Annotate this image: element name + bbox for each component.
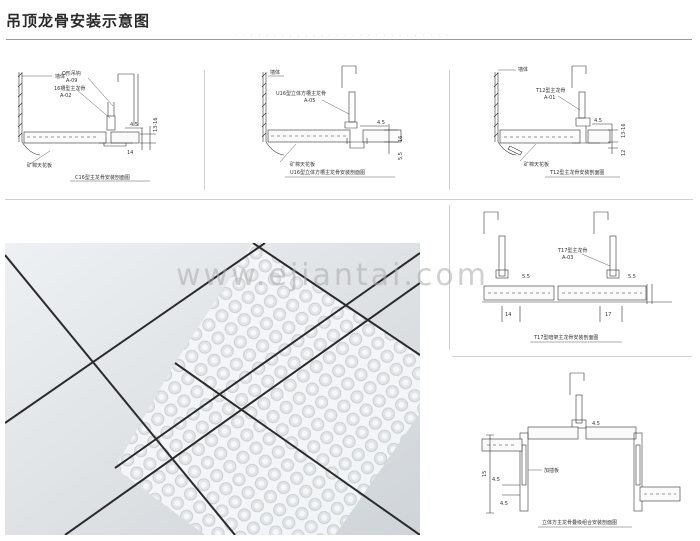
separator (449, 70, 450, 190)
diagram-t17: T17型主龙骨 A-03 5.5 5.5 14 17 T17型暗架主龙骨安装剖面… (482, 211, 672, 343)
caption: 立体方主龙骨叠级组合安装剖面图 (542, 519, 617, 526)
dim-a: 4.5 (377, 120, 385, 126)
title-dots: · · · · · · · · · · · · · · · · · · · · … (235, 33, 450, 40)
label-hanger: Ω形吊钩 (62, 70, 81, 77)
dim-c: 15 (482, 471, 488, 477)
dim-a: 4.5 (130, 122, 138, 128)
dim-b: 16 (398, 136, 404, 142)
caption: T17型暗架主龙骨安装剖面图 (533, 334, 598, 341)
title-rule (6, 39, 692, 40)
dim-a: 4.5 (592, 421, 600, 427)
page-title: 吊顶龙骨安装示意图 (6, 12, 151, 30)
label-board: 矿棉天花板 (290, 161, 315, 168)
label-main-runner: 16槽型主龙骨 (54, 85, 85, 92)
label-main-runner: T17型主龙骨 (557, 247, 587, 254)
label-main-code: A-02 (60, 93, 71, 99)
caption: C16型主龙骨安装剖面图 (75, 174, 130, 181)
separator (204, 70, 205, 190)
dim-b: 13-16 (621, 123, 627, 138)
dim-c: 5.5 (398, 152, 404, 160)
diagram-u16: 墙体 U16型立体方槽主龙骨 A-05 矿棉天花板 4.5 16 5.5 U16… (261, 65, 404, 178)
ceiling-photo (5, 243, 420, 535)
label-main-code: A-03 (562, 255, 573, 261)
diagram-c16: 墙体 Ω形吊钩 A-09 16槽型主龙骨 A-02 矿棉天花板 4.5 13-1… (17, 70, 159, 182)
ceiling-grid-image (5, 243, 420, 535)
label-main-runner: U16型立体方槽主龙骨 (276, 90, 326, 97)
label-main-code: A-01 (544, 95, 555, 101)
dim-b: 5.5 (628, 274, 636, 280)
dim-d: 4.5 (500, 501, 508, 507)
dim-b: 4.5 (492, 477, 500, 483)
label-wall: 墙体 (55, 73, 65, 80)
label-wall: 墙体 (518, 66, 528, 73)
caption: T12型主龙骨安装剖面图 (549, 169, 604, 176)
dim-a: 4.5 (594, 118, 602, 124)
diagram-stack: 加插板 4.5 4.5 15 4.5 立体方主龙骨叠级组合安装剖面图 (481, 372, 681, 528)
separator (452, 356, 692, 357)
dim-d: 17 (605, 312, 611, 318)
dim-c: 14 (127, 150, 133, 156)
dim-b: 13-16 (153, 117, 159, 132)
diagram-t12: 墙体 T12型主龙骨 A-01 矿棉天花板 4.5 13-16 12 T12型主… (493, 65, 627, 178)
watermark: www.ejiantai.com (176, 258, 490, 293)
caption: U16型立体方槽主龙骨安装剖面图 (290, 169, 365, 176)
label-hanger-code: A-09 (66, 78, 77, 84)
label-main-runner: T12型主龙骨 (535, 87, 565, 94)
label-board: 矿棉天花板 (524, 161, 549, 168)
dim-a: 5.5 (522, 274, 530, 280)
separator (5, 199, 693, 200)
label-wall: 墙体 (270, 69, 280, 76)
label-main-code: A-05 (304, 98, 315, 104)
dim-c: 12 (621, 150, 627, 156)
label-part: 加插板 (544, 467, 559, 474)
label-board: 矿棉天花板 (27, 162, 52, 169)
separator (449, 205, 450, 350)
dim-c: 14 (505, 312, 511, 318)
